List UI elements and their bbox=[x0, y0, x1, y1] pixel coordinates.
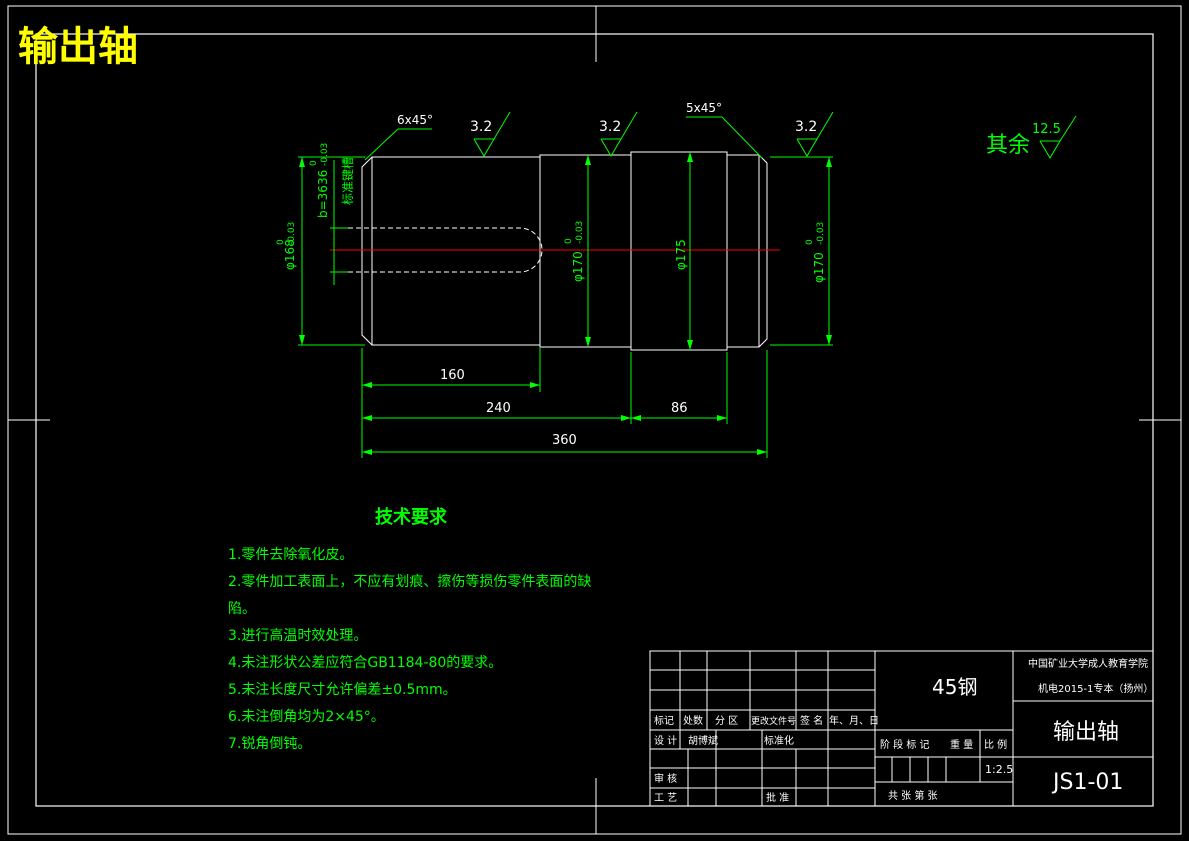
chamfer-left-label: 6x45° bbox=[397, 113, 433, 127]
header-count: 处数 bbox=[683, 714, 703, 727]
material-value: 45钢 bbox=[932, 675, 977, 699]
keyway bbox=[348, 227, 543, 273]
dim-d168: φ168 bbox=[283, 239, 297, 270]
roughness-label-1: 3.2 bbox=[470, 119, 492, 135]
dim-d170-right-tol-upper: 0 bbox=[805, 239, 815, 245]
outer-border bbox=[7, 5, 1182, 835]
dim-length-360: 360 bbox=[552, 433, 577, 448]
approve-label: 批 准 bbox=[766, 791, 789, 804]
class-name: 机电2015-1专本（扬州） bbox=[1038, 682, 1153, 695]
dim-d170-left-tol-lower: -0.03 bbox=[575, 221, 585, 244]
tech-req-item: 2.零件加工表面上，不应有划痕、擦伤等损伤零件表面的缺 bbox=[228, 573, 591, 590]
tech-req-item: 5.未注长度尺寸允许偏差±0.5mm。 bbox=[228, 682, 457, 698]
dimension-lines bbox=[298, 111, 1077, 458]
header-mark: 标记 bbox=[654, 715, 674, 727]
tech-req-title: 技术要求 bbox=[375, 506, 448, 528]
roughness-label-2: 3.2 bbox=[599, 119, 621, 135]
dim-d168-tol-upper: 0 bbox=[276, 239, 286, 245]
process-label: 工 艺 bbox=[654, 792, 677, 804]
tech-req-item: 6.未注倒角均为2×45°。 bbox=[228, 709, 385, 725]
header-sign: 签 名 bbox=[800, 714, 823, 727]
part-name: 输出轴 bbox=[1053, 720, 1119, 745]
chamfer-right-label: 5x45° bbox=[686, 101, 722, 115]
tech-req-item: 陷。 bbox=[228, 601, 256, 617]
dim-d170-right: φ170 bbox=[812, 252, 826, 283]
dim-d170-right-tol-lower: -0.03 bbox=[816, 222, 826, 245]
tech-req-list: 1.零件去除氧化皮。 2.零件加工表面上，不应有划痕、擦伤等损伤零件表面的缺 陷… bbox=[228, 547, 591, 752]
tech-req-item: 4.未注形状公差应符合GB1184-80的要求。 bbox=[228, 654, 502, 671]
dim-keyway-tol-lower: -0.03 bbox=[320, 143, 330, 166]
tech-req-item: 3.进行高温时效处理。 bbox=[228, 627, 367, 644]
dimension-arrows bbox=[299, 152, 832, 455]
dim-length-160: 160 bbox=[440, 368, 465, 383]
tech-req-item: 1.零件去除氧化皮。 bbox=[228, 547, 353, 563]
scale-value: 1:2.5 bbox=[985, 763, 1013, 776]
sheet-label: 共 张 第 张 bbox=[888, 789, 938, 802]
designer-name: 胡博斌 bbox=[688, 734, 718, 747]
dim-d168-tol-lower: -0.03 bbox=[287, 222, 297, 245]
other-roughness-value: 12.5 bbox=[1032, 122, 1061, 137]
standard-label: 标准化 bbox=[764, 734, 794, 747]
dim-length-240: 240 bbox=[486, 401, 511, 416]
dim-keyway-tol-upper: 0 bbox=[309, 160, 319, 166]
drawing-title: 输出轴 bbox=[18, 24, 138, 70]
school-name: 中国矿业大学成人教育学院 bbox=[1028, 657, 1148, 670]
dim-d170-left-tol-upper: 0 bbox=[564, 238, 574, 244]
keyway-note: 标准键槽 bbox=[341, 157, 355, 205]
header-date: 年、月、日 bbox=[829, 714, 879, 727]
design-label: 设 计 bbox=[654, 734, 677, 747]
stage-label: 阶 段 标 记 bbox=[880, 738, 930, 751]
header-zone: 分 区 bbox=[715, 715, 738, 727]
ratio-label: 比 例 bbox=[984, 738, 1007, 751]
dim-length-86: 86 bbox=[671, 401, 688, 416]
other-surfaces-label: 其余 bbox=[986, 133, 1030, 158]
dim-d175: φ175 bbox=[674, 239, 688, 270]
title-block bbox=[649, 650, 1154, 807]
dim-d170-left: φ170 bbox=[571, 251, 585, 282]
roughness-label-3: 3.2 bbox=[795, 119, 817, 135]
drawing-number: JS1-01 bbox=[1051, 770, 1123, 795]
shaft-outline bbox=[361, 151, 768, 351]
dim-keyway: b=3636 bbox=[316, 170, 330, 218]
weight-label: 重 量 bbox=[950, 738, 973, 751]
review-label: 审 核 bbox=[654, 772, 677, 785]
header-doc: 更改文件号 bbox=[751, 715, 796, 727]
tech-req-item: 7.锐角倒钝。 bbox=[228, 736, 311, 752]
